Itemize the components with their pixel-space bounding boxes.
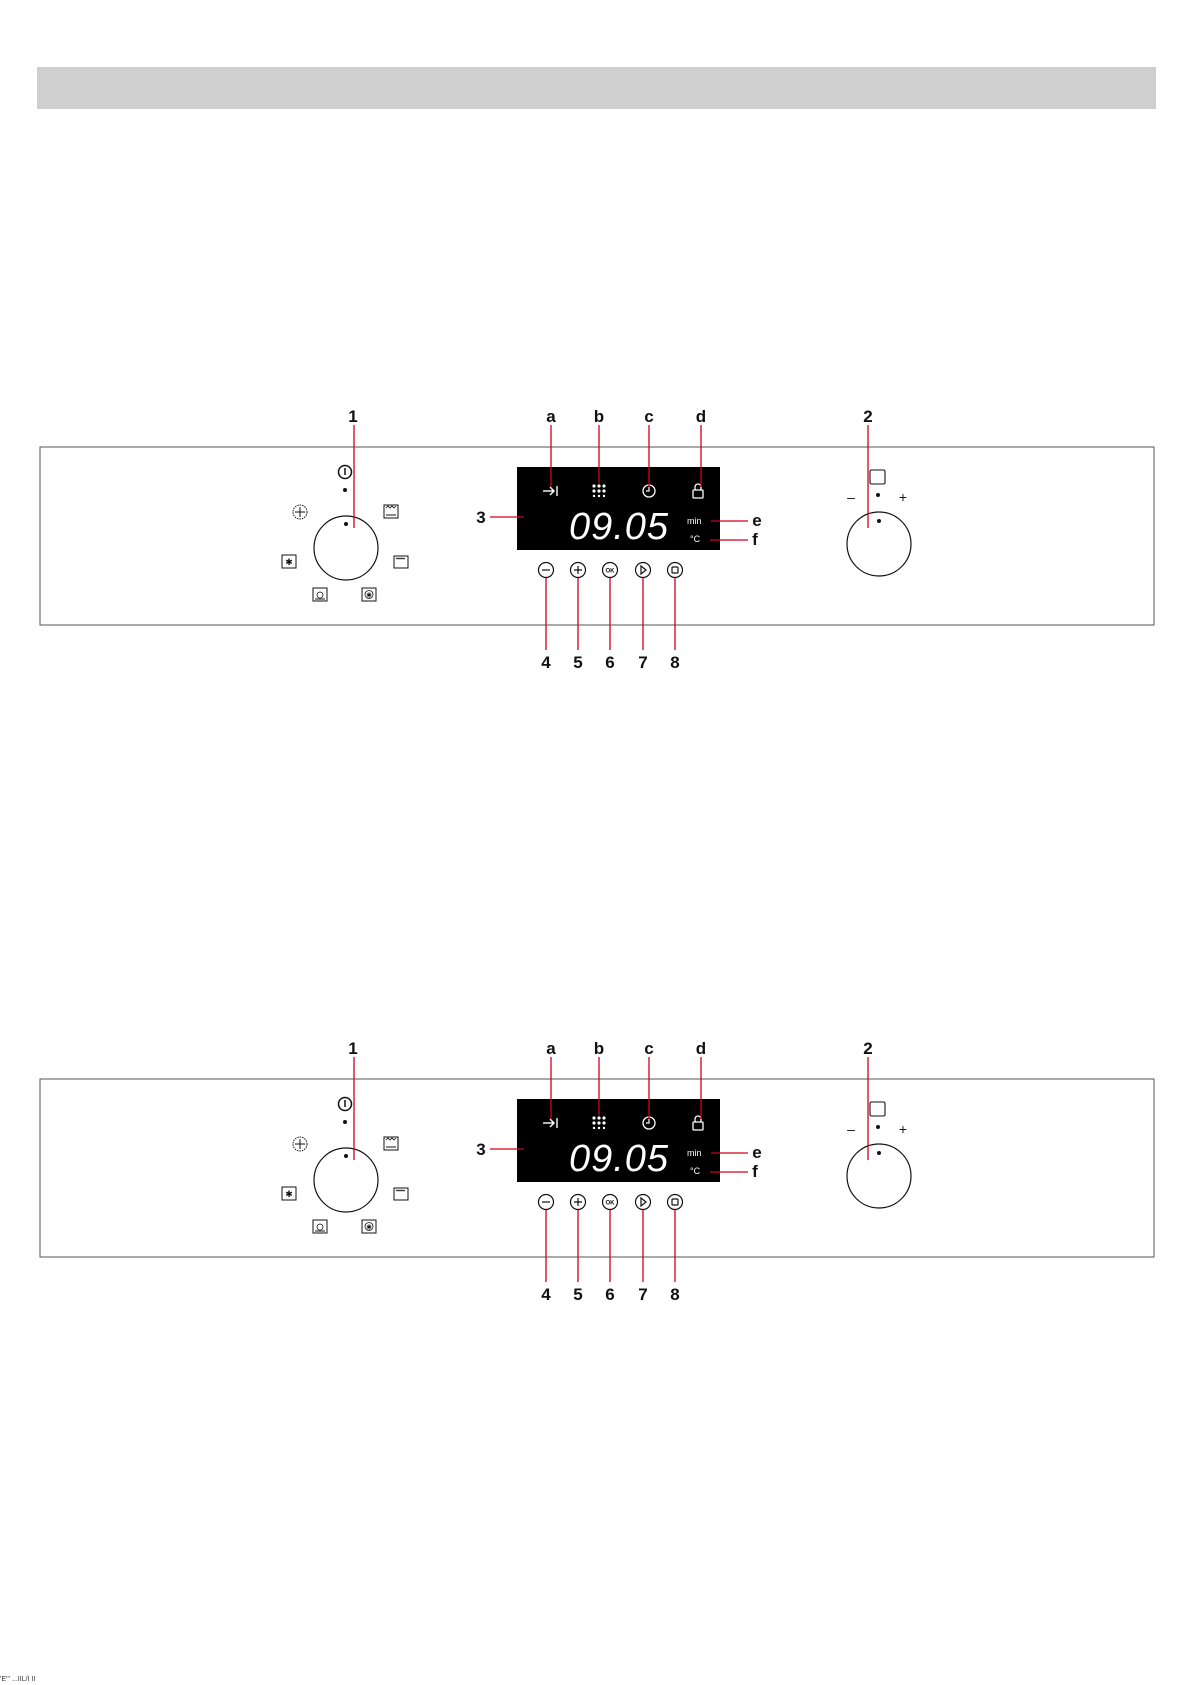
callout-label-d: d	[696, 407, 706, 426]
callout-label-a: a	[546, 407, 556, 426]
minus-button[interactable]	[539, 1195, 554, 1210]
callout-label-8: 8	[670, 653, 679, 672]
knob-indicator-dot	[877, 1151, 881, 1155]
temperature-plus-label: +	[899, 489, 907, 505]
display-group: 09.05 min °C	[517, 467, 720, 550]
knob-position-dot	[343, 488, 347, 492]
callout-label-3: 3	[476, 508, 485, 527]
start-button[interactable]	[636, 1195, 651, 1210]
display-unit-min: min	[687, 1148, 702, 1158]
program-dots-icon	[592, 484, 605, 497]
knob-indicator-dot	[877, 519, 881, 523]
control-panel-diagram: ✱ ✱	[0, 1037, 1192, 1327]
callout-label-7: 7	[638, 653, 647, 672]
plus-button[interactable]	[571, 1195, 586, 1210]
callout-label-c: c	[644, 1039, 653, 1058]
svg-text:✱: ✱	[366, 592, 372, 600]
knob-position-dot	[876, 1125, 880, 1129]
knob-position-dot	[343, 1120, 347, 1124]
ok-icon: OK	[606, 569, 616, 575]
callout-label-1: 1	[348, 407, 357, 426]
stop-button[interactable]	[668, 1195, 683, 1210]
temperature-plus-label: +	[899, 1121, 907, 1137]
minus-button[interactable]	[539, 563, 554, 578]
callout-label-f: f	[752, 530, 758, 549]
plus-button[interactable]	[571, 563, 586, 578]
temperature-minus-label: –	[847, 1121, 855, 1137]
svg-text:✱: ✱	[366, 1224, 372, 1232]
callout-label-4: 4	[541, 653, 551, 672]
callout-label-7: 7	[638, 1285, 647, 1304]
display-unit-min: min	[687, 516, 702, 526]
callout-label-b: b	[594, 407, 604, 426]
callout-label-6: 6	[605, 653, 614, 672]
callout-label-c: c	[644, 407, 653, 426]
callout-label-b: b	[594, 1039, 604, 1058]
callout-label-2: 2	[863, 407, 872, 426]
stop-button[interactable]	[668, 563, 683, 578]
callout-label-1: 1	[348, 1039, 357, 1058]
callout-label-3: 3	[476, 1140, 485, 1159]
display-unit-celsius: °C	[690, 534, 701, 544]
callout-label-8: 8	[670, 1285, 679, 1304]
ok-button[interactable]: OK	[603, 1195, 618, 1210]
callout-label-5: 5	[573, 653, 582, 672]
callout-label-d: d	[696, 1039, 706, 1058]
callout-label-a: a	[546, 1039, 556, 1058]
footer-text: 'E''' ...IIL/I II	[0, 1676, 35, 1683]
control-panel-diagram: ✱ ✱	[0, 405, 1192, 695]
start-button[interactable]	[636, 563, 651, 578]
control-panel-figure-2: ✱ ✱	[0, 1037, 1192, 1327]
knob-position-dot	[876, 493, 880, 497]
display-time: 09.05	[569, 506, 669, 548]
temperature-minus-label: –	[847, 489, 855, 505]
control-panel-figure-1: ✱ ✱	[0, 405, 1192, 695]
callout-label-4: 4	[541, 1285, 551, 1304]
display-group: 09.05 min °C	[517, 1099, 720, 1182]
display-time: 09.05	[569, 1138, 669, 1180]
callout-label-f: f	[752, 1162, 758, 1181]
callout-label-5: 5	[573, 1285, 582, 1304]
svg-text:✱: ✱	[285, 1190, 293, 1200]
svg-text:✱: ✱	[285, 558, 293, 568]
callout-label-6: 6	[605, 1285, 614, 1304]
callout-label-e: e	[752, 511, 761, 530]
header-bar	[37, 67, 1156, 109]
callout-label-2: 2	[863, 1039, 872, 1058]
display-unit-celsius: °C	[690, 1166, 701, 1176]
callout-label-e: e	[752, 1143, 761, 1162]
program-dots-icon	[592, 1116, 605, 1129]
ok-button[interactable]: OK	[603, 563, 618, 578]
knob-indicator-dot	[344, 1154, 348, 1158]
ok-icon: OK	[606, 1201, 616, 1207]
knob-indicator-dot	[344, 522, 348, 526]
